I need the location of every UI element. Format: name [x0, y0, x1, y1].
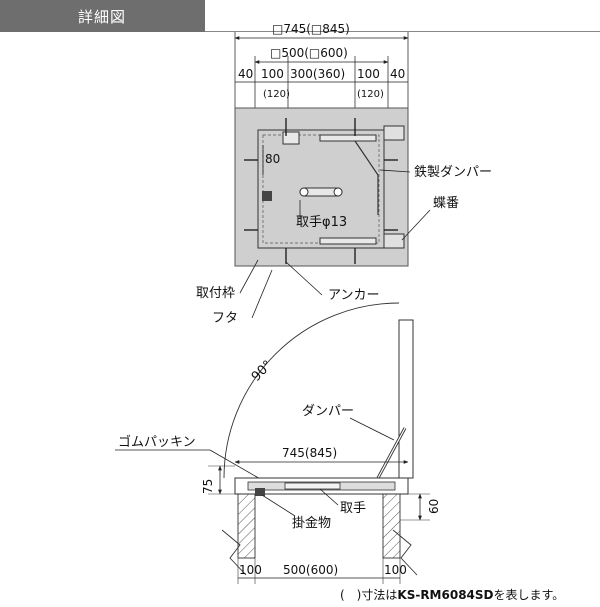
bottom-extension-lines: [237, 558, 401, 584]
label-handle-plan: 取手φ13: [296, 215, 347, 230]
dim-left-120: (120): [263, 89, 290, 100]
label-hinge: 蝶番: [433, 196, 459, 211]
dim-top-width: 745(845): [282, 446, 337, 460]
header-title: 詳細図: [78, 8, 127, 26]
dim-left-100: 100: [261, 67, 284, 81]
handle-end-left: [299, 187, 309, 197]
label-lid: フタ: [212, 311, 238, 326]
label-angle: 90°: [249, 358, 276, 385]
hinge-bottom: [383, 233, 405, 249]
dim-left-margin: 40: [238, 67, 253, 81]
label-gasket: ゴムパッキン: [118, 434, 196, 450]
dim-outer: □745(□845): [272, 22, 350, 36]
footnote-model: KS-RM6084SD: [397, 588, 494, 602]
latch-block: [262, 191, 272, 201]
section-view: 90° ダンパー 745(845) ゴムパッキン 75 60: [115, 302, 441, 584]
section-latch: [255, 488, 265, 496]
dim-center: 300(360): [290, 67, 345, 81]
plan-view: □745(□845) □500(□600) 40 100 300(360) 10…: [196, 22, 492, 326]
hinge-top: [383, 125, 405, 141]
damper-arm: [354, 140, 379, 215]
label-damper-section: ダンパー: [302, 404, 354, 419]
wall-right: [382, 493, 401, 559]
plan-dimension-lines: [234, 36, 409, 83]
dim-bottom-left: 100: [239, 563, 262, 577]
dim-right-120: (120): [357, 89, 384, 100]
latch-leader: [261, 494, 296, 517]
dim-bottom-center: 500(600): [283, 563, 338, 577]
handle-end-right: [333, 187, 343, 197]
footnote-paren: ( ): [340, 588, 362, 602]
damper-leader: [349, 417, 395, 441]
label-anchor: アンカー: [328, 288, 379, 303]
label-handle-section: 取手: [340, 501, 366, 516]
dim-75: 75: [201, 479, 215, 494]
dim-80: 80: [265, 152, 280, 166]
label-iron-damper: 鉄製ダンパー: [414, 165, 492, 180]
dim-bottom-right: 100: [384, 563, 407, 577]
anchors: [244, 118, 398, 264]
dim-inner: □500(□600): [270, 46, 348, 60]
section-handle: [284, 482, 341, 490]
break-line-right: [392, 529, 418, 576]
swing-arc: [223, 302, 400, 479]
damper-bar-bottom: [319, 237, 377, 245]
footnote-text-after: を表します。: [493, 588, 565, 602]
footnote-text-before: 寸法は: [361, 588, 398, 602]
damper-bar-top: [319, 134, 377, 142]
label-latch: 掛金物: [292, 515, 331, 531]
label-frame: 取付枠: [196, 286, 235, 301]
handle-leader: [319, 488, 339, 506]
damper-mount: [282, 131, 300, 145]
wall-left: [237, 493, 256, 559]
dim-right-margin: 40: [390, 67, 405, 81]
gasket-leader: [209, 449, 263, 481]
open-lid: [398, 319, 414, 479]
dim-60: 60: [427, 499, 441, 514]
footnote: ( )寸法はKS-RM6084SDを表します。: [340, 586, 564, 603]
dim-right-100: 100: [357, 67, 380, 81]
header-bar: 詳細図: [0, 0, 205, 32]
header-divider: [205, 31, 600, 32]
plan-leaders: [239, 169, 431, 319]
